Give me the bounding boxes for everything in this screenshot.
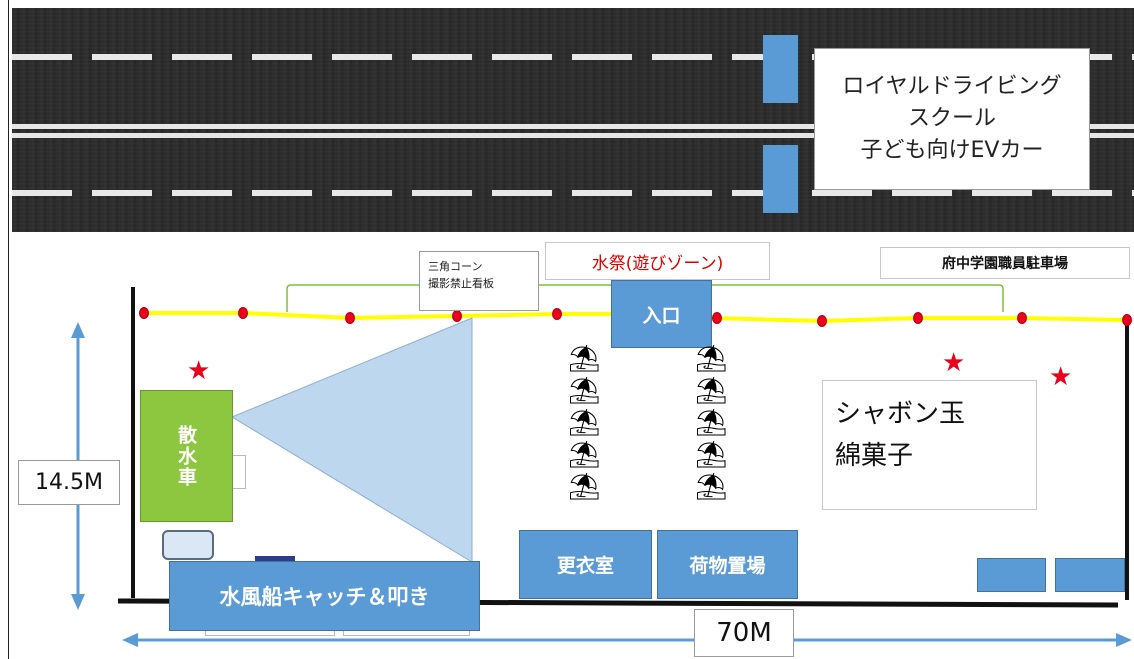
height-dimension-label: 14.5M <box>18 460 120 505</box>
parasol-chair-icon: ⛱ <box>695 376 729 406</box>
parasol-chair-icon: ⛱ <box>568 440 602 470</box>
parasol-chair-icon: ⛱ <box>568 408 602 438</box>
page-border-left <box>8 0 9 659</box>
lane-marking-top <box>12 54 1134 60</box>
lane-marking-bottom <box>12 190 1134 196</box>
road-sign-line2: スクール <box>907 106 996 131</box>
luggage-area-box: 荷物置場 <box>657 530 798 599</box>
staff-parking-label: 府中学園職員駐車場 <box>880 247 1130 279</box>
parasol-chair-icon: ⛱ <box>695 440 729 470</box>
lane-marking-center-upper <box>12 124 1134 129</box>
rope-marker <box>552 308 562 320</box>
road-sign-box: ロイヤルドライビング スクール 子ども向けEVカー <box>814 48 1090 190</box>
rope-marker <box>345 312 355 324</box>
rope-marker <box>139 307 149 319</box>
cone-sign-label: 三角コーン 撮影禁止看板 <box>419 251 539 311</box>
height-arrow-top <box>71 322 85 338</box>
parasol-column-right: ⛱ ⛱ ⛱ ⛱ ⛱ <box>695 345 755 501</box>
star-icon: ★ <box>1049 362 1073 392</box>
star-icon: ★ <box>942 348 966 378</box>
ev-car-lower <box>763 145 798 213</box>
truck-side-outline <box>232 455 246 489</box>
rope-marker <box>712 312 722 324</box>
water-festival-label: 水祭(遊びゾーン) <box>545 242 770 280</box>
road-sign-line3: 子ども向けEVカー <box>860 138 1044 163</box>
sprinkler-truck: 散水車 <box>140 390 233 522</box>
star-icon: ★ <box>187 356 211 386</box>
parasol-chair-icon: ⛱ <box>568 344 602 374</box>
parasol-chair-icon: ⛱ <box>568 376 602 406</box>
cone-sign-line2: 撮影禁止看板 <box>428 277 494 290</box>
width-dimension-label: 70M <box>694 609 794 657</box>
road-sign-line1: ロイヤルドライビング <box>842 74 1062 99</box>
height-arrow-bottom <box>71 594 85 610</box>
small-block <box>1055 558 1125 592</box>
rope-marker <box>913 312 923 324</box>
rope-marker <box>238 307 248 319</box>
parasol-chair-icon: ⛱ <box>695 472 729 502</box>
rope-marker <box>452 310 462 322</box>
parasol-column-left: ⛱ ⛱ ⛱ ⛱ ⛱ <box>568 345 628 501</box>
water-balloon-box: 水風船キャッチ＆叩き <box>169 561 480 631</box>
bubbles-line2: 綿菓子 <box>835 441 914 471</box>
width-arrow-left <box>122 633 138 647</box>
spray-area <box>230 317 473 563</box>
changing-room-box: 更衣室 <box>519 530 652 599</box>
lane-marking-center-lower <box>12 133 1134 138</box>
small-block <box>977 558 1046 592</box>
bubbles-cotton-candy-box: シャボン玉 綿菓子 <box>822 380 1037 510</box>
rope-marker <box>1017 312 1027 324</box>
rope-marker <box>817 315 827 327</box>
rope-left <box>143 311 615 321</box>
bubbles-line1: シャボン玉 <box>835 399 966 429</box>
ev-car-upper <box>763 35 798 103</box>
rope-marker <box>1122 314 1132 326</box>
width-arrow-right <box>1116 633 1132 647</box>
parasol-chair-icon: ⛱ <box>695 344 729 374</box>
small-dark-strip <box>255 556 295 562</box>
parasol-chair-icon: ⛱ <box>568 472 602 502</box>
cone-sign-line1: 三角コーン <box>428 260 483 273</box>
entrance-box: 入口 <box>611 280 712 348</box>
parasol-chair-icon: ⛱ <box>695 408 729 438</box>
small-vehicle <box>162 530 214 560</box>
